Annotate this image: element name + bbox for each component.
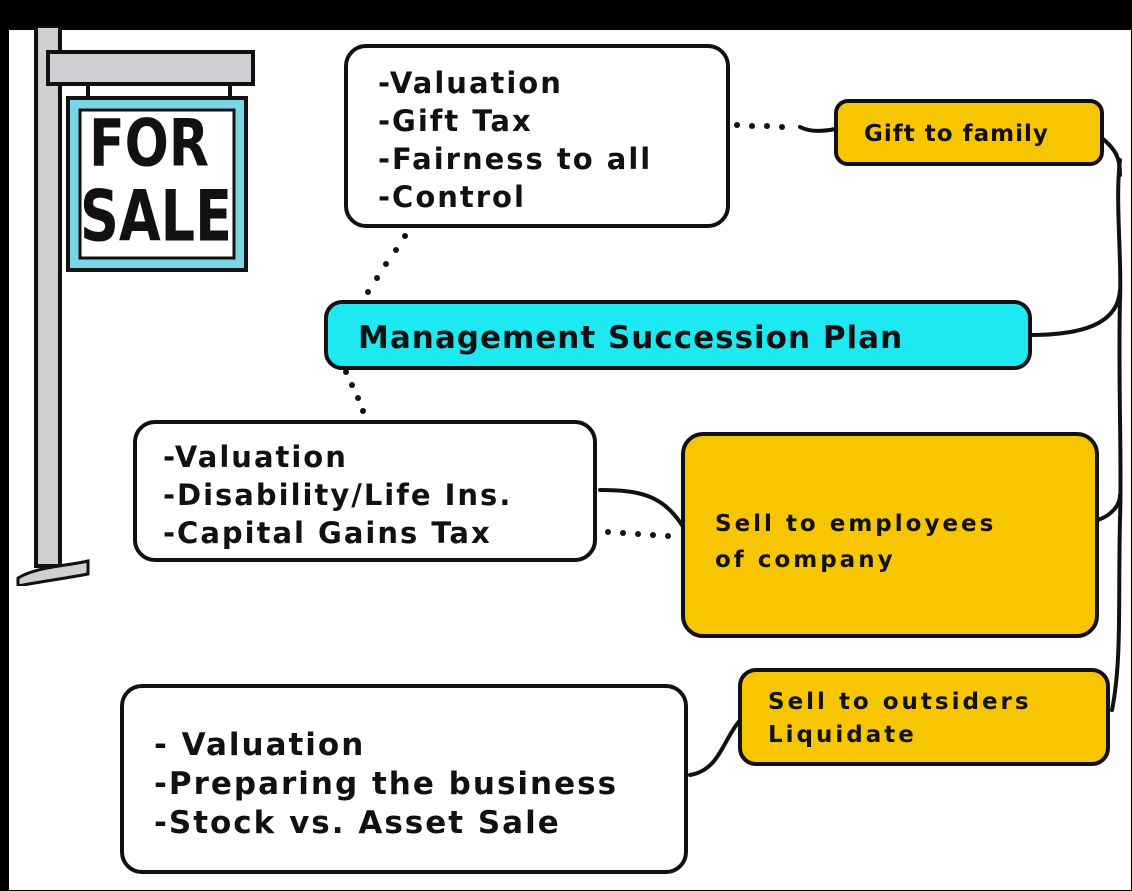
sign-text-for: FOR xyxy=(89,106,209,182)
consideration-item: -Fairness to all xyxy=(378,142,653,176)
consideration-item: -Capital Gains Tax xyxy=(163,516,492,550)
option-box-gift-to-family: Gift to family xyxy=(834,99,1104,166)
connector-employees-spine xyxy=(1096,493,1122,522)
consideration-item: -Stock vs. Asset Sale xyxy=(154,805,561,841)
option-label: Sell to employees xyxy=(715,511,997,537)
consideration-item: -Gift Tax xyxy=(378,104,533,138)
consideration-item: -Control xyxy=(378,180,526,214)
central-label: Management Succession Plan xyxy=(358,320,904,356)
connector-right-spine xyxy=(1110,158,1123,712)
option-label: Gift to family xyxy=(864,121,1049,147)
connector-employees-consideration xyxy=(598,488,687,532)
option-label: of company xyxy=(715,547,896,573)
consideration-item: - Valuation xyxy=(154,727,366,763)
connector-outsiders-consideration xyxy=(688,716,744,777)
consideration-item: -Valuation xyxy=(163,440,348,474)
consideration-item: -Preparing the business xyxy=(154,766,619,802)
for-sale-sign-illustration xyxy=(16,26,255,586)
option-box-sell-to-employees: Sell to employees of company xyxy=(681,432,1099,638)
option-label: Liquidate xyxy=(768,722,917,748)
option-box-sell-to-outsiders: Sell to outsiders Liquidate xyxy=(738,668,1110,766)
consideration-item: -Disability/Life Ins. xyxy=(163,478,513,512)
sign-text-sale: SALE xyxy=(80,175,232,258)
connector-central-spine xyxy=(1028,288,1122,337)
option-label: Sell to outsiders xyxy=(768,689,1032,715)
consideration-box-gift: -Valuation -Gift Tax -Fairness to all -C… xyxy=(344,44,730,228)
consideration-box-employees: -Valuation -Disability/Life Ins. -Capita… xyxy=(133,420,597,562)
consideration-box-outsiders: - Valuation -Preparing the business -Sto… xyxy=(120,684,688,874)
consideration-item: -Valuation xyxy=(378,66,563,100)
central-box-management-succession-plan: Management Succession Plan xyxy=(324,300,1032,370)
